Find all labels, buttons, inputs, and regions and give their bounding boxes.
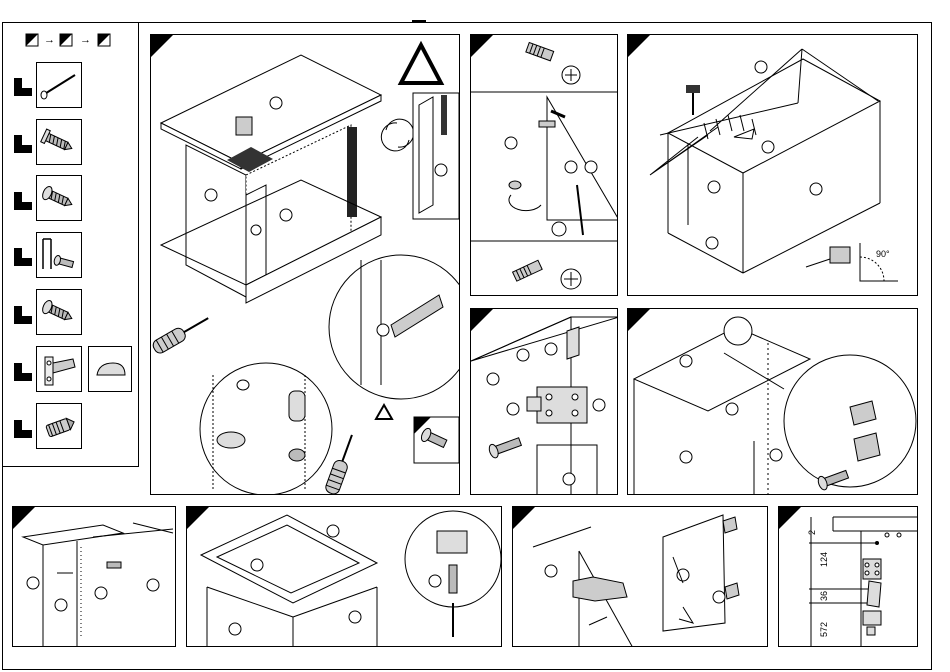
screw-flat-icon xyxy=(37,120,83,166)
step-7-drawing xyxy=(187,507,502,647)
step-5-drawing xyxy=(628,309,918,495)
hinge-icon xyxy=(37,347,83,393)
step-7-panel xyxy=(186,506,502,647)
step-9-panel: 2 124 36 572 xyxy=(778,506,918,647)
parts-legend: → → xyxy=(2,22,139,467)
part-hinge xyxy=(36,346,82,392)
step-3-drawing xyxy=(628,35,918,296)
part-anchor xyxy=(36,403,82,449)
part-badge-6 xyxy=(14,363,34,383)
step-2-drawing xyxy=(471,35,618,296)
part-hex-key xyxy=(36,232,82,278)
step-4-panel xyxy=(470,308,618,495)
part-badge-7 xyxy=(14,420,34,440)
sequence-arrow-1: → xyxy=(44,34,55,46)
step-3-panel: 90° xyxy=(627,34,918,296)
dimension-d1: 2 xyxy=(807,530,817,535)
screw-pan-icon xyxy=(37,290,83,336)
part-nail xyxy=(36,62,82,108)
sequence-header xyxy=(2,22,139,52)
hex-key-screw-icon xyxy=(37,233,83,279)
cap-icon xyxy=(89,347,133,393)
part-badge-4 xyxy=(14,248,34,268)
part-screw-round xyxy=(36,175,82,221)
step-6-drawing xyxy=(13,507,176,647)
dimension-d3: 36 xyxy=(819,591,829,601)
dimension-d2: 124 xyxy=(819,552,829,567)
anchor-plug-icon xyxy=(37,404,83,450)
part-badge-5 xyxy=(14,306,34,326)
step-1-drawing xyxy=(151,35,460,495)
part-badge-1 xyxy=(14,78,34,98)
step-5-panel xyxy=(627,308,918,495)
step-2-panel xyxy=(470,34,618,296)
step-4-drawing xyxy=(471,309,618,495)
step-8-drawing xyxy=(513,507,768,647)
angle-label: 90° xyxy=(876,249,890,259)
step-6-panel xyxy=(12,506,176,647)
nail-icon xyxy=(37,63,83,109)
screw-round-icon xyxy=(37,176,83,222)
part-screw-flat xyxy=(36,119,82,165)
part-badge-2 xyxy=(14,135,34,155)
part-screw-pan xyxy=(36,289,82,335)
sequence-arrow-2: → xyxy=(80,34,91,46)
top-marker xyxy=(412,20,426,23)
dimension-d4: 572 xyxy=(819,622,829,637)
part-cap xyxy=(88,346,132,392)
part-badge-3 xyxy=(14,192,34,212)
step-8-panel xyxy=(512,506,768,647)
step-9-drawing xyxy=(779,507,918,647)
step-1-panel xyxy=(150,34,460,495)
warning-icon xyxy=(401,45,441,83)
